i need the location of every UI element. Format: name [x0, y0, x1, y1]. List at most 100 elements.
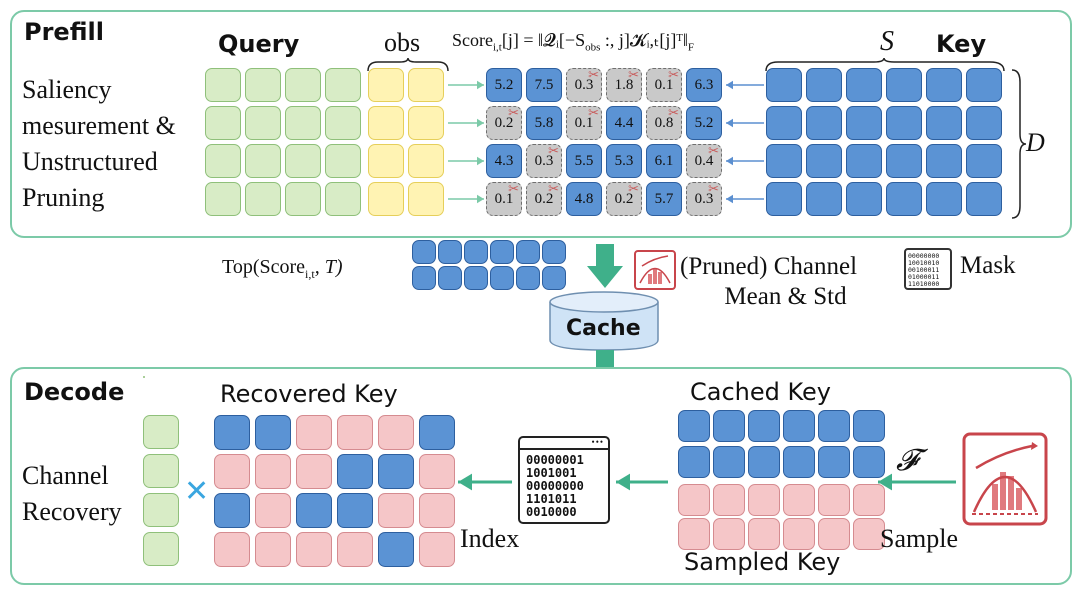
down-arrow-top — [587, 244, 623, 288]
index-icon-dots: ••• — [591, 437, 604, 447]
key-to-score-arrow-head — [726, 80, 733, 90]
key-to-score-arrow-head — [726, 194, 733, 204]
scissors-icon: ✂ — [588, 67, 599, 82]
key-cell — [806, 106, 842, 140]
score-value: 4.4 — [614, 114, 634, 131]
query-cell — [205, 106, 241, 140]
sampled-key-cell — [818, 484, 850, 516]
obs-cell — [408, 144, 444, 178]
key-cell — [766, 144, 802, 178]
formula-mid: [j] = ‖𝓠ᵢ[−S — [501, 30, 586, 50]
kept-score-cell: 6.3 — [686, 68, 722, 102]
index-icon-bits: 00000001 1001001 00000000 1101011 001000… — [520, 450, 608, 519]
topk-key-cell — [516, 240, 540, 264]
query-cell — [205, 182, 241, 216]
recovered-cached-cell — [214, 415, 250, 450]
recovered-sampled-cell — [337, 532, 373, 567]
recovered-sampled-cell — [378, 493, 414, 528]
score-value: 5.3 — [614, 152, 634, 169]
kept-score-cell: 5.3 — [606, 144, 642, 178]
obs-cell — [368, 106, 404, 140]
key-cell — [846, 144, 882, 178]
mask-label: Mask — [960, 252, 1016, 279]
key-cell — [806, 144, 842, 178]
key-cell — [886, 144, 922, 178]
kept-score-cell: 6.1 — [646, 144, 682, 178]
formula-sub: i,t — [492, 41, 502, 54]
score-value: 6.1 — [654, 152, 674, 169]
topk-key-cell — [464, 266, 488, 290]
obs-cell — [408, 68, 444, 102]
query-cell — [245, 144, 281, 178]
scissors-icon: ✂ — [508, 181, 519, 196]
obs-to-score-arrow-head — [477, 156, 484, 166]
score-value: 5.8 — [534, 114, 554, 131]
s-label: S — [880, 26, 894, 57]
pruned-score-cell: 0.3✂ — [526, 143, 562, 178]
kept-score-cell: 4.4 — [606, 106, 642, 140]
scissors-icon: ✂ — [668, 105, 679, 120]
cached-key-cell — [853, 410, 885, 442]
score-value: 4.8 — [574, 190, 594, 207]
channel-vector-cell — [143, 415, 179, 449]
topk-key-cell — [438, 266, 462, 290]
scissors-icon: ✂ — [628, 181, 639, 196]
score-value: 5.5 — [574, 152, 594, 169]
key-cell — [766, 106, 802, 140]
pruned-score-cell: 0.2✂ — [526, 181, 562, 216]
scissors-icon: ✂ — [708, 143, 719, 158]
pruned-score-cell: 1.8✂ — [606, 67, 642, 102]
score-value: 4.3 — [494, 152, 514, 169]
key-to-score-arrow-head — [726, 156, 733, 166]
mask-bits-row: 11010000 — [908, 280, 940, 288]
recovered-sampled-cell — [419, 493, 455, 528]
pruned-score-cell: 0.1✂ — [566, 105, 602, 140]
score-value: 6.3 — [694, 76, 714, 93]
score-formula: Scorei,t[j] = ‖𝓠ᵢ[−Sobs :, j]𝓚ᵢ,ₜ[j]ᵀ‖F — [452, 30, 694, 54]
f-label: 𝓕 — [896, 444, 919, 477]
decode-panel — [10, 367, 1072, 585]
distribution-large-icon — [962, 432, 1048, 526]
formula-score: Score — [452, 30, 493, 50]
kept-score-cell: 5.5 — [566, 144, 602, 178]
recovered-cached-cell — [337, 454, 373, 489]
index-bits-row: 00000001 — [526, 453, 584, 467]
key-cell — [886, 106, 922, 140]
pruned-score-cell: 0.4✂ — [686, 143, 722, 178]
sample-label: Sample — [880, 524, 958, 553]
query-cell — [205, 144, 241, 178]
cached-key-cell — [783, 446, 815, 478]
prefill-arrows — [448, 80, 764, 204]
kept-score-cell: 7.5 — [526, 68, 562, 102]
obs-label: obs — [384, 28, 421, 57]
index-icon: ••• 00000001 1001001 00000000 1101011 00… — [518, 436, 610, 524]
mask-bits-row: 00000000 — [908, 252, 940, 260]
scissors-icon: ✂ — [508, 105, 519, 120]
pruned-score-cell: 0.3✂ — [686, 181, 722, 216]
key-cell — [886, 68, 922, 102]
recovered-sampled-cell — [255, 493, 291, 528]
key-cell — [766, 68, 802, 102]
key-cell — [966, 182, 1002, 216]
query-cell — [285, 106, 321, 140]
score-value: 0.3 — [694, 190, 714, 207]
key-cell — [966, 144, 1002, 178]
pruned-score-cell: 0.1✂ — [646, 67, 682, 102]
kept-score-cell: 5.8 — [526, 106, 562, 140]
query-cell — [285, 68, 321, 102]
recovered-sampled-cell — [378, 415, 414, 450]
sampled-key-cell — [853, 484, 885, 516]
recovered-cached-cell — [378, 454, 414, 489]
topk-key-cell — [542, 240, 566, 264]
dist-to-sampled-arrow-head — [878, 473, 892, 491]
key-cell — [966, 68, 1002, 102]
sampled-key-cell — [748, 518, 780, 550]
scissors-icon: ✂ — [548, 181, 559, 196]
pruned-channel-label: (Pruned) Channel Mean & Std — [680, 252, 857, 312]
channel-vector-cell — [143, 493, 179, 527]
kept-score-cell: 5.7 — [646, 182, 682, 216]
index-bits-row: 00000000 — [526, 479, 584, 493]
top-score-sub: i,t — [305, 267, 315, 281]
formula-F: F — [687, 41, 695, 54]
pruned-score-cell: 0.3✂ — [566, 67, 602, 102]
